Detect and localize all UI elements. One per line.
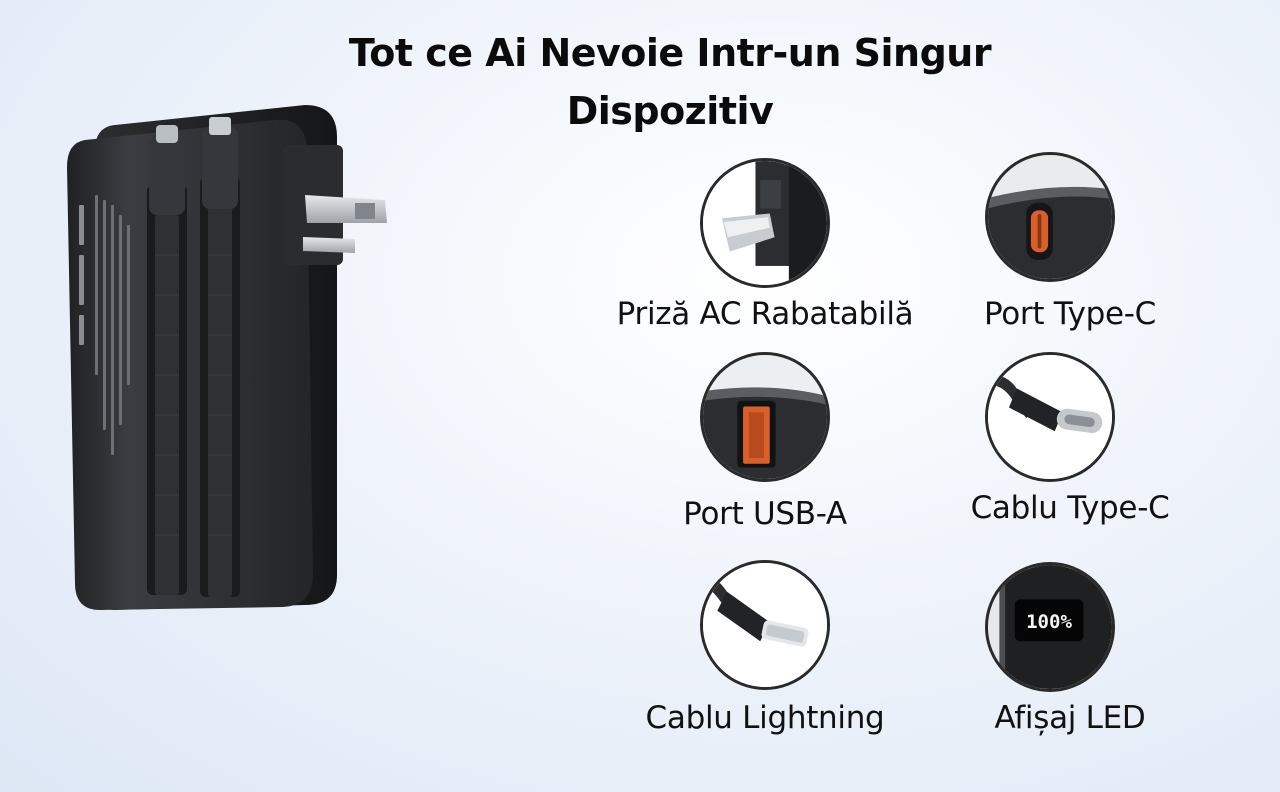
type-c-port-icon bbox=[988, 155, 1112, 279]
led-readout-text: 100% bbox=[1026, 611, 1072, 633]
type-c-cable-icon bbox=[988, 355, 1112, 479]
power-bank-image bbox=[55, 105, 415, 615]
power-bank-icon bbox=[67, 105, 387, 610]
feature-led-display-label: Afișaj LED bbox=[994, 700, 1146, 736]
ac-plug-icon bbox=[703, 161, 827, 285]
feature-lightning-cable-label: Cablu Lightning bbox=[645, 700, 885, 736]
feature-led-display-circle: 100% bbox=[985, 562, 1115, 692]
feature-ac-plug-circle bbox=[700, 158, 830, 288]
lightning-cable-icon bbox=[703, 563, 827, 687]
feature-type-c-port-circle bbox=[985, 152, 1115, 282]
feature-ac-plug-label: Priză AC Rabatabilă bbox=[616, 296, 914, 332]
feature-type-c-cable-label: Cablu Type-C bbox=[970, 490, 1170, 526]
feature-usb-a-port-circle bbox=[700, 352, 830, 482]
page-title: Tot ce Ai Nevoie Intr-un Singur Dispozit… bbox=[300, 24, 1040, 140]
feature-type-c-port-label: Port Type-C bbox=[983, 296, 1157, 332]
usb-a-port-icon bbox=[703, 355, 827, 479]
feature-type-c-cable-circle bbox=[985, 352, 1115, 482]
title-line-1: Tot ce Ai Nevoie Intr-un Singur bbox=[348, 31, 992, 75]
feature-lightning-cable-circle bbox=[700, 560, 830, 690]
feature-usb-a-port-label: Port USB-A bbox=[683, 496, 847, 532]
led-display-icon: 100% bbox=[988, 565, 1112, 689]
title-line-2: Dispozitiv bbox=[566, 89, 774, 133]
